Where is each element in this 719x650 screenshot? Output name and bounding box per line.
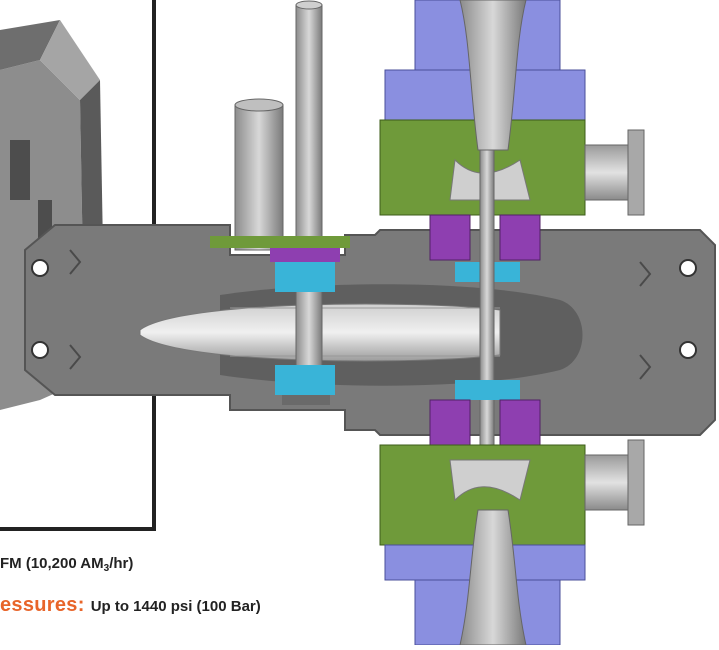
flow-value: FM (10,200 AM	[0, 555, 104, 572]
flow-unit-tail: /hr)	[109, 555, 134, 572]
pressure-spec: essures: Up to 1440 psi (100 Bar)	[0, 594, 261, 617]
input-shaft	[210, 0, 350, 405]
flow-spec: FM (10,200 AM3/hr)	[0, 555, 134, 574]
pressure-value: Up to 1440 psi (100 Bar)	[90, 598, 261, 615]
flow-unit-subscript: 3	[103, 563, 110, 574]
pinion-assembly	[379, 0, 645, 646]
pressure-label: essures:	[0, 594, 85, 616]
